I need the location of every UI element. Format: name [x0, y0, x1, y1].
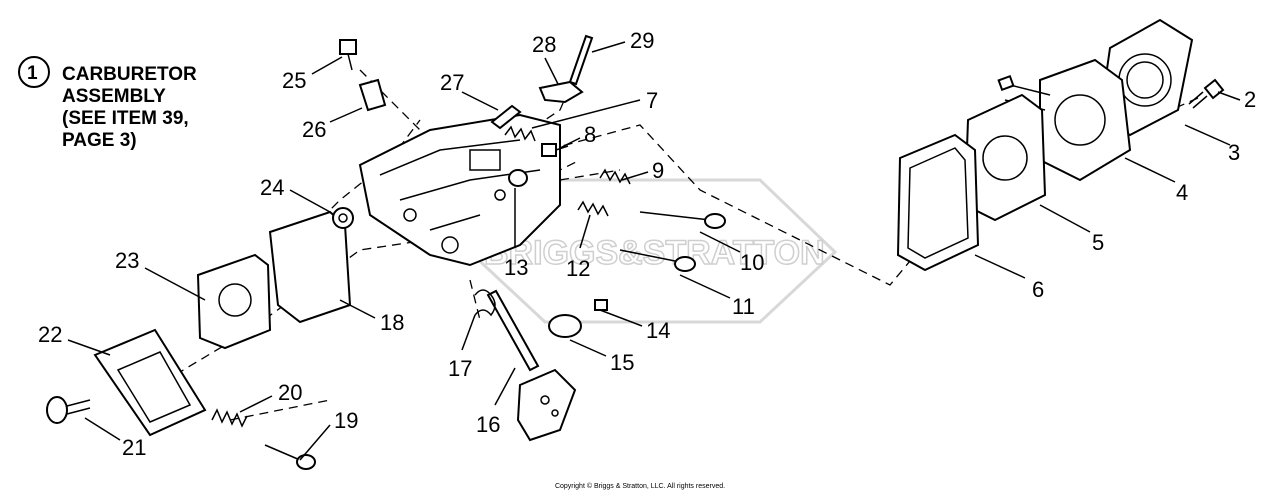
callout-22: 22 — [38, 322, 62, 347]
part-15-throttle-plate — [548, 314, 582, 338]
callout-28: 28 — [532, 32, 556, 57]
part-9-spring — [599, 168, 631, 185]
callout-26: 26 — [302, 117, 326, 142]
callout-14: 14 — [646, 318, 670, 343]
assembly-line-4: PAGE 3) — [62, 130, 137, 151]
callout-19: 19 — [334, 408, 358, 433]
callout-20: 20 — [278, 380, 302, 405]
callout-10: 10 — [740, 250, 764, 275]
part-14-screw — [594, 299, 608, 311]
callout-25: 25 — [282, 68, 306, 93]
part-11-mixture-screw — [619, 249, 696, 272]
part-24-nut — [332, 207, 354, 229]
briggs-stratton-watermark: BRIGGS&STRATTON — [467, 178, 838, 324]
part-6-gasket — [896, 133, 980, 272]
callout-23: 23 — [115, 248, 139, 273]
part-8-screw — [541, 143, 569, 157]
part-29-pin — [568, 34, 594, 86]
assembly-line-3: (SEE ITEM 39, — [62, 108, 189, 129]
callout-3: 3 — [1228, 140, 1240, 165]
assembly-title: 1 CARBURETOR ASSEMBLY (SEE ITEM 39, PAGE… — [18, 56, 197, 151]
part-2-screw — [1188, 78, 1225, 109]
callout-6: 6 — [1032, 277, 1044, 302]
copyright-notice: Copyright © Briggs & Stratton, LLC. All … — [555, 482, 725, 490]
callout-16: 16 — [476, 412, 500, 437]
part-17-spring — [474, 289, 496, 317]
callout-13: 13 — [504, 255, 528, 280]
part-23-metering-diaphragm — [196, 253, 272, 350]
part-28-inlet-lever — [538, 80, 584, 104]
assembly-line-1: CARBURETOR — [62, 64, 197, 85]
callout-17: 17 — [448, 356, 472, 381]
part-27-inlet-needle — [490, 104, 522, 130]
callout-leaders — [67, 41, 1241, 461]
part-10-mixture-screw — [639, 211, 726, 229]
callout-11: 11 — [732, 294, 755, 319]
callout-29: 29 — [630, 28, 654, 53]
callout-12: 12 — [566, 256, 590, 281]
callout-18: 18 — [380, 310, 404, 335]
callout-4: 4 — [1176, 180, 1188, 205]
callout-24: 24 — [260, 175, 284, 200]
watermark-text: BRIGGS&STRATTON — [484, 234, 825, 272]
assembly-number-circle — [18, 56, 50, 88]
part-13-plug — [508, 169, 528, 187]
part-12-spring — [577, 200, 609, 217]
callout-5: 5 — [1092, 230, 1104, 255]
callout-2: 2 — [1244, 87, 1256, 112]
part-20-spring — [211, 408, 248, 428]
part-16-throttle-shaft — [486, 289, 577, 442]
part-25-screw — [339, 39, 357, 71]
callout-9: 9 — [652, 158, 664, 183]
callout-27: 27 — [440, 70, 464, 95]
part-22-metering-cover — [93, 328, 207, 437]
assembly-number: 1 — [27, 63, 38, 84]
callout-8: 8 — [584, 122, 596, 147]
assembly-line-2: ASSEMBLY — [62, 86, 166, 107]
part-18-metering-gasket — [268, 210, 352, 324]
callout-7: 7 — [646, 88, 658, 113]
part-7-spring — [504, 125, 536, 142]
callout-15: 15 — [610, 350, 634, 375]
callout-21: 21 — [122, 435, 146, 460]
part-19-adjust-screw — [264, 444, 316, 470]
part-26-clip — [358, 78, 387, 112]
callout-numbers: 2 3 4 5 6 7 8 9 10 11 12 13 14 15 16 17 … — [38, 28, 1256, 460]
carburetor-body — [358, 113, 561, 267]
part-21-screw — [46, 396, 91, 424]
